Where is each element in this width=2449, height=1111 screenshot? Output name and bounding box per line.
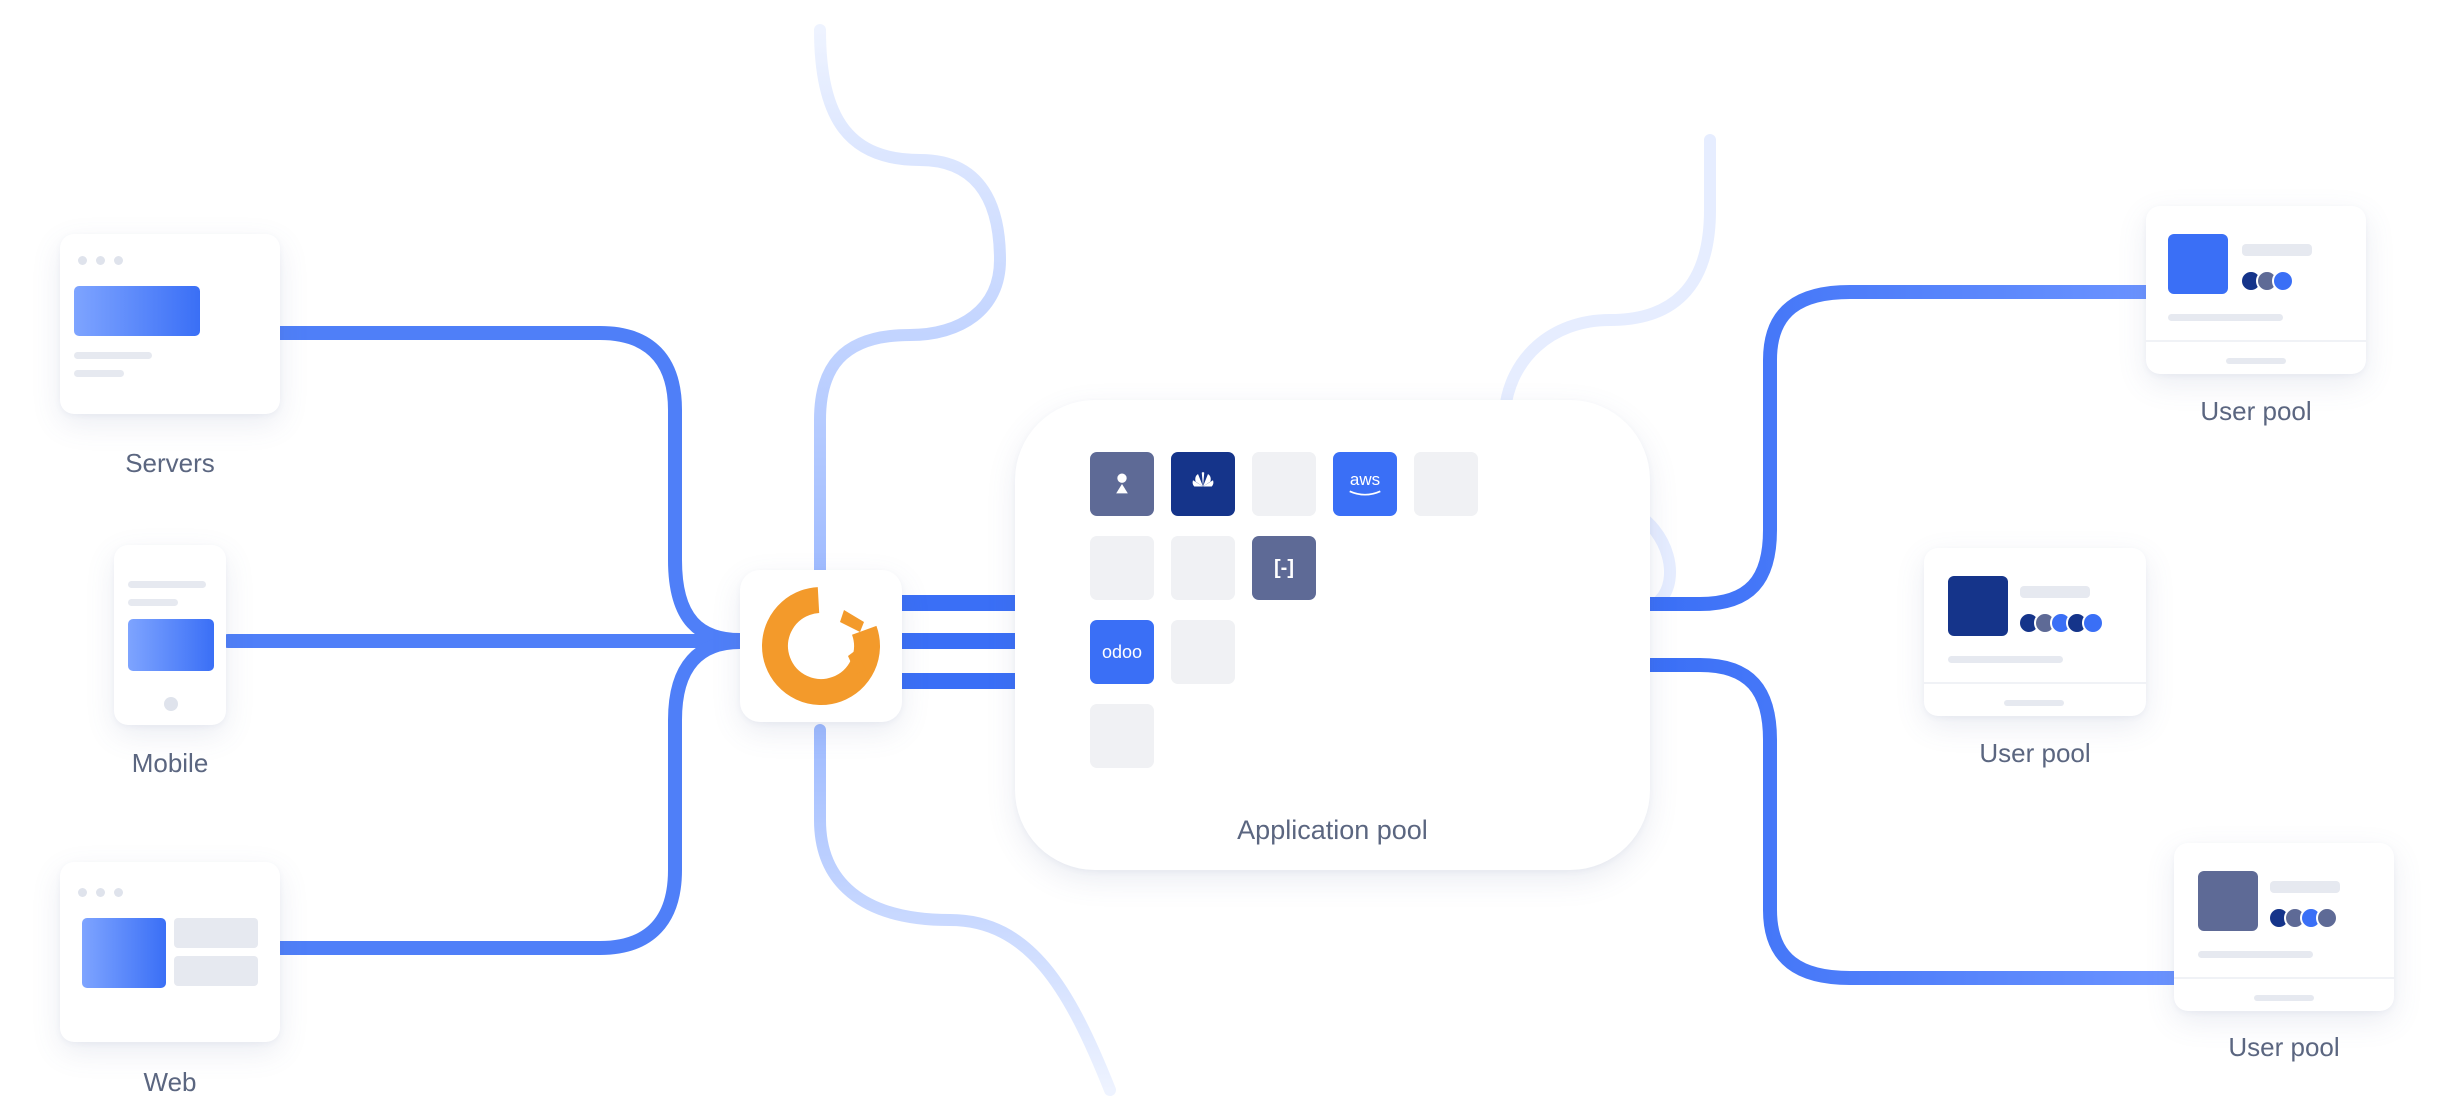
placeholder-line — [128, 599, 178, 606]
placeholder-line — [2004, 700, 2064, 706]
divider — [1924, 682, 2146, 684]
user-pool-label-top: User pool — [2200, 396, 2312, 426]
mobile-card[interactable] — [114, 545, 226, 725]
user-pool-label-middle: User pool — [1979, 738, 2091, 768]
odoo-icon[interactable]: odoo — [1090, 620, 1154, 684]
avatar-dot — [2082, 612, 2104, 634]
placeholder-line — [2242, 244, 2312, 256]
web-label: Web — [143, 1067, 197, 1097]
mobile-panel — [128, 619, 214, 671]
user-pool-label-bottom: User pool — [2228, 1032, 2340, 1062]
empty-slot — [1090, 536, 1154, 600]
empty-slot — [1090, 704, 1154, 768]
placeholder-line — [1948, 656, 2063, 663]
placeholder-line — [2270, 881, 2340, 893]
servers-label: Servers — [125, 448, 215, 478]
window-dot — [96, 256, 105, 265]
window-dot — [78, 256, 87, 265]
mobile-label: Mobile — [131, 748, 209, 778]
placeholder-line — [74, 352, 152, 359]
web-panel — [82, 918, 166, 988]
empty-slot — [1171, 536, 1235, 600]
empty-slot — [1414, 452, 1478, 516]
avatar-dot — [2316, 907, 2338, 929]
huawei-icon[interactable] — [1171, 452, 1235, 516]
decor-wire-top-left — [814, 24, 1007, 586]
window-dot — [114, 888, 123, 897]
divider — [2146, 340, 2366, 342]
wire-userpool-top — [1650, 285, 2150, 611]
user-pool-square — [2198, 871, 2258, 931]
application-pool-label: Application pool — [1237, 815, 1428, 845]
placeholder-line — [2254, 995, 2314, 1001]
user-pool-card-top[interactable] — [2146, 206, 2366, 374]
wire-servers — [273, 326, 747, 647]
wire-web — [273, 635, 747, 955]
placeholder-line — [128, 581, 206, 588]
brand-logo-icon — [762, 587, 880, 705]
divider — [2174, 977, 2394, 979]
aws-icon[interactable]: aws — [1333, 452, 1397, 516]
placeholder-line — [74, 370, 124, 377]
web-card[interactable] — [60, 862, 280, 1042]
placeholder-line — [2168, 314, 2283, 321]
window-dot — [114, 256, 123, 265]
placeholder-line — [2020, 586, 2090, 598]
empty-slot — [1171, 620, 1235, 684]
home-button — [164, 697, 178, 711]
alibaba-cloud-icon[interactable]: [-] — [1252, 536, 1316, 600]
avatar-dot — [2272, 270, 2294, 292]
window-dot — [96, 888, 105, 897]
window-dot — [78, 888, 87, 897]
placeholder-block — [174, 918, 258, 948]
wire-userpool-bottom — [1650, 658, 2175, 985]
application-pool[interactable]: aws [-] odoo Application pool — [1015, 400, 1650, 870]
servers-card[interactable] — [60, 234, 280, 414]
user-pool-square — [2168, 234, 2228, 294]
jenkins-icon[interactable] — [1090, 452, 1154, 516]
placeholder-line — [2198, 951, 2313, 958]
decor-wire-bottom-left — [814, 724, 1116, 1096]
placeholder-block — [174, 956, 258, 986]
server-panel — [74, 286, 200, 336]
user-pool-card-middle[interactable] — [1924, 548, 2146, 716]
logo-card[interactable] — [740, 570, 902, 722]
empty-slot — [1252, 452, 1316, 516]
user-pool-card-bottom[interactable] — [2174, 843, 2394, 1011]
decor-wire-top-right — [1499, 134, 1716, 416]
user-pool-square — [1948, 576, 2008, 636]
placeholder-line — [2226, 358, 2286, 364]
